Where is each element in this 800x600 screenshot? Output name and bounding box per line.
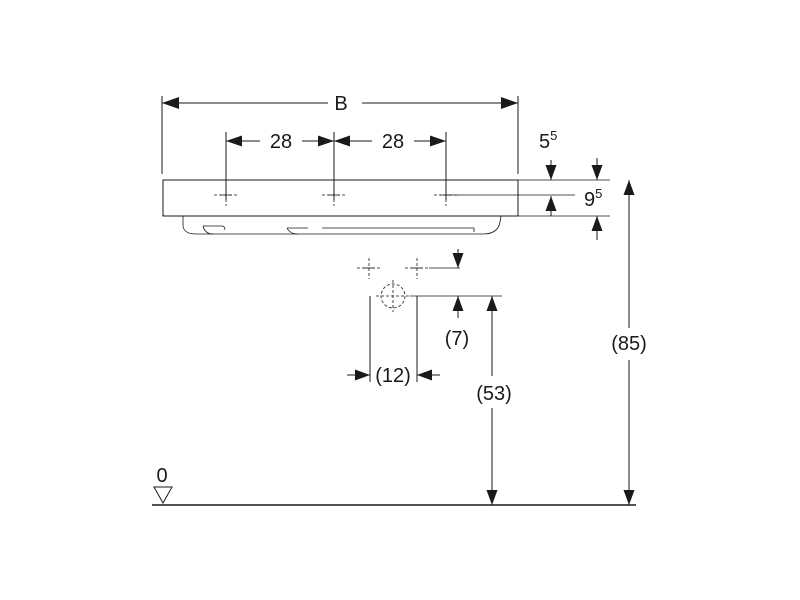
floor-level-label: 0 (156, 465, 167, 487)
tap-spacing-right-label: 28 (382, 131, 404, 153)
tap-hole-left-icon (214, 184, 238, 206)
waste-height-label: (53) (476, 383, 512, 405)
rim-height-dimension: (85) (611, 180, 647, 505)
rim-thickness-dimension: 95 (545, 186, 603, 240)
tap-hole-center-icon (322, 184, 346, 206)
width-dimension: B (161, 93, 519, 174)
supply-connection-right-icon (405, 258, 429, 279)
waste-drop-label: (7) (445, 328, 469, 350)
rim-height-label: (85) (611, 333, 647, 355)
top-offset-label: 55 (539, 128, 557, 153)
basin-outline (162, 179, 610, 235)
waste-spacing-label: (12) (375, 365, 411, 387)
waste-outlet-icon (376, 280, 410, 312)
tap-spacing-left-label: 28 (270, 131, 292, 153)
waste-spacing-dimension: (12) (347, 296, 440, 387)
waste-height-dimension: (53) (476, 296, 512, 505)
width-label: B (334, 93, 347, 115)
top-offset-dimension: 55 (539, 128, 603, 180)
tap-hole-right-icon (434, 184, 458, 206)
waste-drop-dimension: (7) (410, 249, 502, 350)
floor-level: 0 (152, 465, 636, 506)
supply-connection-left-icon (357, 258, 381, 279)
tap-spacing-dimension: 28 28 (225, 131, 447, 200)
rim-thickness-label: 95 (584, 186, 602, 211)
